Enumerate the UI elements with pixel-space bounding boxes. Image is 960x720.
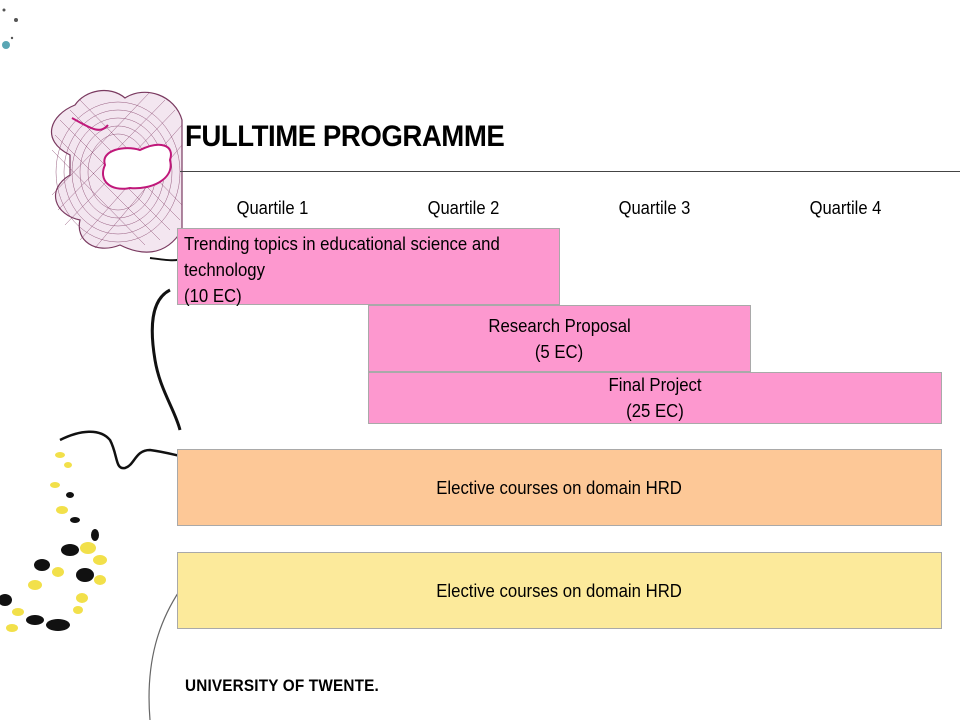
- block-label-line: Research Proposal: [488, 315, 631, 336]
- block-label-line: Elective courses on domain HRD: [436, 477, 683, 498]
- quartile-1-label: Quartile 1: [236, 198, 309, 218]
- spotted-pattern-graphic: [0, 452, 107, 632]
- flowing-line: [150, 288, 182, 431]
- block-label-line: Elective courses on domain HRD: [436, 580, 683, 601]
- speck-blue: [2, 41, 10, 49]
- block-label-line: technology: [184, 260, 265, 280]
- block-credits: (5 EC): [535, 341, 584, 362]
- block-label-line: Trending topics in educational science a…: [184, 234, 500, 254]
- quartile-2-label: Quartile 2: [427, 198, 500, 218]
- wireframe-blob-graphic: [51, 89, 183, 253]
- block-credits: (10 EC): [184, 286, 242, 306]
- title-divider: [180, 171, 960, 172]
- university-logo-text: UNIVERSITY OF TWENTE.: [185, 676, 379, 695]
- final-project-block: Final Project (25 EC): [368, 372, 942, 424]
- quartile-4-label: Quartile 4: [809, 198, 882, 218]
- slide-title: FULLTIME PROGRAMME: [185, 120, 505, 153]
- block-credits: (25 EC): [626, 401, 684, 421]
- trending-topics-block: Trending topics in educational science a…: [177, 228, 560, 306]
- elective-courses-block-orange: Elective courses on domain HRD: [177, 449, 942, 526]
- elective-courses-block-yellow: Elective courses on domain HRD: [177, 552, 942, 629]
- block-label-line: Final Project: [608, 375, 702, 395]
- research-proposal-block: Research Proposal (5 EC): [368, 305, 751, 372]
- quartile-3-label: Quartile 3: [618, 198, 691, 218]
